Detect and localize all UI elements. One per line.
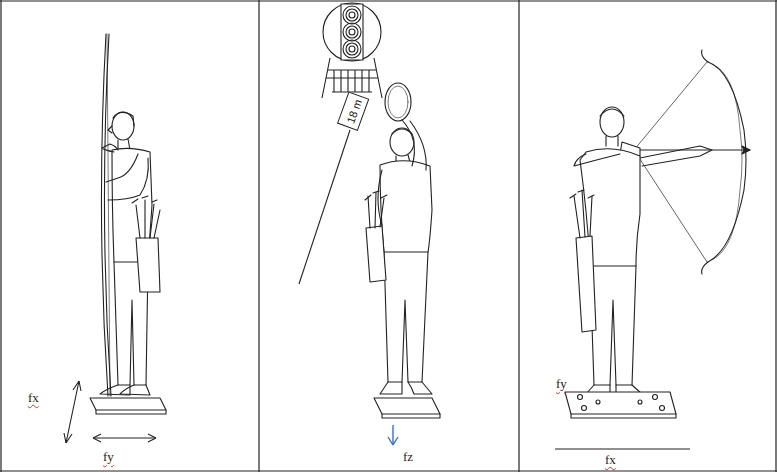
distance-box: 18 m [337, 91, 369, 131]
target [343, 40, 361, 58]
panel-frame [0, 0, 777, 1]
archer-front-view [590, 266, 636, 385]
archer-side-view [112, 112, 134, 140]
force-arrow [392, 425, 393, 445]
distance-label: 18 m [344, 98, 364, 125]
archer-side-view [90, 34, 166, 414]
archer-front-view [634, 62, 707, 150]
panel-frame [518, 0, 519, 472]
archer-back-view [385, 83, 411, 121]
archer-front-view [582, 406, 587, 411]
label-anchor: fy [103, 447, 114, 465]
archer-back-view [380, 161, 432, 252]
force-arrow [93, 437, 156, 438]
archer-front-view [660, 406, 665, 411]
label-anchor: fx [28, 388, 39, 406]
archer-front-view [600, 107, 624, 137]
force-arrow [388, 425, 398, 445]
panel-frame [0, 0, 1, 472]
target [322, 3, 382, 98]
archer-back-view [374, 398, 440, 414]
label-anchor: fx [605, 450, 616, 468]
panel-frame [0, 470, 777, 471]
force-arrow [66, 381, 79, 443]
archer-side-view [107, 34, 110, 396]
target [349, 46, 355, 52]
force-label: fz [403, 449, 413, 464]
force-label: fy [556, 376, 567, 391]
archer-front-view [742, 146, 750, 154]
archer-back-view [366, 226, 386, 282]
archer-front-view [576, 236, 596, 332]
archer-back-view [388, 86, 408, 118]
archer-front-view [632, 149, 750, 150]
force-arrow [148, 434, 156, 442]
target [343, 23, 361, 41]
archer-front-view [596, 400, 600, 404]
target [323, 3, 381, 61]
archer-side-view [120, 385, 150, 395]
distance-line [299, 130, 350, 284]
archer-front-view [565, 392, 676, 414]
distance-line [299, 130, 350, 284]
panel-frame [775, 0, 776, 472]
force-arrow [388, 437, 398, 445]
force-label: fy [103, 449, 114, 464]
archer-back-view [380, 382, 402, 394]
archer-side-view [96, 410, 166, 414]
archer-front-view [634, 150, 707, 262]
archer-front-view [712, 64, 742, 260]
archer-front-view [565, 50, 750, 418]
force-label: fx [28, 390, 39, 405]
archer-back-view [384, 252, 428, 382]
archer-front-view [640, 146, 712, 166]
archer-side-view [102, 144, 118, 152]
archer-front-view [653, 395, 658, 400]
archer-front-view [606, 136, 618, 146]
archer-front-view [570, 190, 594, 198]
dimension-line [555, 448, 690, 449]
target [343, 6, 361, 24]
archer-side-view [108, 158, 148, 200]
archer-back-view [408, 382, 432, 394]
archer-side-view [113, 112, 134, 126]
force-arrow [64, 381, 156, 443]
label-anchor: fy [556, 374, 567, 392]
archer-back-view [365, 83, 440, 418]
archer-side-view [136, 238, 160, 292]
archer-back-view [402, 120, 426, 170]
archer-front-view [702, 50, 708, 274]
force-arrow [64, 433, 72, 443]
archer-side-view [132, 196, 157, 203]
archer-side-view [104, 34, 111, 396]
target [349, 29, 355, 35]
archer-front-view [600, 109, 624, 116]
target [349, 12, 355, 18]
archer-side-view [90, 398, 166, 410]
label-anchor: fz [403, 447, 413, 465]
archer-front-view [574, 154, 620, 166]
force-arrow [93, 434, 101, 442]
archer-front-view [638, 400, 642, 404]
archer-side-view [108, 126, 112, 133]
target [334, 70, 369, 92]
force-arrow [73, 381, 81, 391]
archer-back-view [365, 191, 387, 200]
archer-back-view [382, 414, 440, 418]
archer-front-view [571, 414, 676, 418]
archer-side-view [106, 154, 138, 182]
dimension-line [555, 448, 690, 449]
target [346, 26, 358, 38]
archer-front-view [708, 62, 746, 262]
target [341, 4, 363, 60]
target [346, 9, 358, 21]
archer-front-view [578, 395, 583, 400]
target [346, 43, 358, 55]
archer-side-view [136, 200, 160, 238]
panel-frame [258, 0, 259, 472]
force-label: fx [605, 452, 616, 467]
